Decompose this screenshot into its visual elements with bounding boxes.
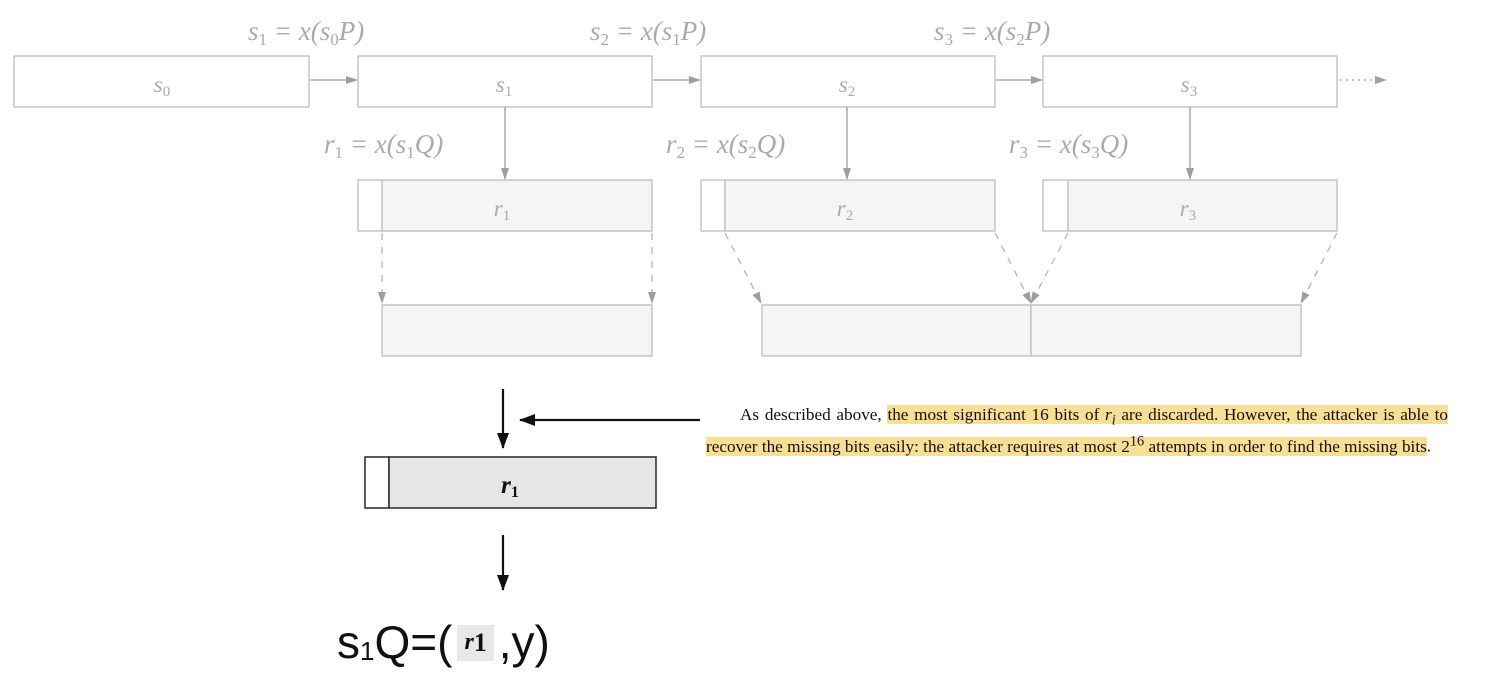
output-box-r3-discarded — [1042, 179, 1069, 232]
state-box-s2 — [700, 55, 996, 108]
buffer-box-2a — [761, 304, 1032, 357]
output-formula-3: r3 = x(s3Q) — [1009, 129, 1128, 162]
dash-arrow-r2-right — [994, 232, 1032, 304]
paper-excerpt: As described above, the most significant… — [706, 405, 1448, 457]
transition-formula-3: s3 = x(s2P) — [934, 16, 1050, 49]
state-label-s1: s1 — [496, 72, 512, 100]
r1-chip: r1 — [457, 625, 494, 661]
transition-formula-1: s1 = x(s0P) — [248, 16, 364, 49]
output-formula-2: r2 = x(s2Q) — [666, 129, 785, 162]
transition-formula-2: s2 = x(s1P) — [590, 16, 706, 49]
buffer-box-1 — [381, 304, 653, 357]
state-label-s3: s3 — [1181, 72, 1197, 100]
output-label-r2: r2 — [837, 196, 853, 224]
dash-arrow-r3-left — [1030, 232, 1069, 304]
dash-arrow-r2-left — [724, 232, 762, 304]
output-label-r3: r3 — [1180, 196, 1196, 224]
state-box-s1 — [357, 55, 653, 108]
zoom-box-r1 — [388, 456, 657, 509]
zoom-box-r1-discarded — [364, 456, 390, 509]
state-box-s0 — [13, 55, 310, 108]
output-box-r3 — [1067, 179, 1338, 232]
output-box-r2-discarded — [700, 179, 726, 232]
state-label-s0: s0 — [154, 72, 170, 100]
output-formula-1: r1 = x(s1Q) — [324, 129, 443, 162]
state-box-s3 — [1042, 55, 1338, 108]
excerpt-intro: As described above, — [740, 405, 888, 424]
output-box-r1 — [381, 179, 653, 232]
point-equation: s1Q=(r1,y) — [337, 616, 550, 668]
state-label-s2: s2 — [839, 72, 855, 100]
buffer-box-2b — [1030, 304, 1302, 357]
dash-arrow-r3-right — [1300, 232, 1338, 304]
output-label-r1: r1 — [494, 196, 510, 224]
output-box-r2 — [724, 179, 996, 232]
output-box-r1-discarded — [357, 179, 383, 232]
zoom-label-r1: r1 — [501, 472, 519, 501]
